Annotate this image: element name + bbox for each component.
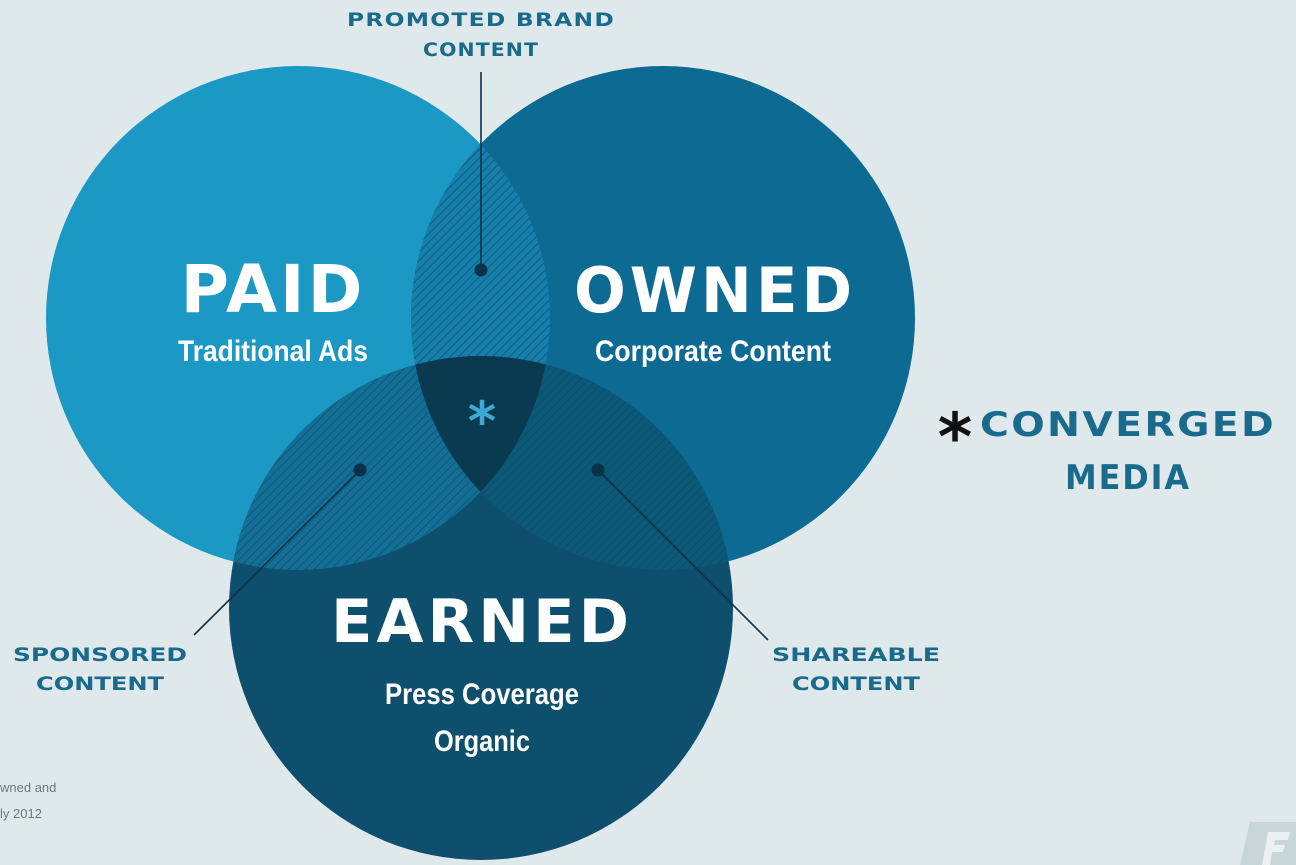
footnote-line1: wned and	[0, 780, 56, 795]
footnote-line2: ly 2012	[0, 806, 42, 821]
converged-star: *	[938, 399, 973, 476]
shareable-label-line1: SHAREABLE	[772, 644, 940, 666]
sponsored-label-line1: SPONSORED	[13, 644, 187, 666]
converged-label-line2: MEDIA	[1065, 458, 1191, 498]
paid-subtitle: Traditional Ads	[178, 335, 368, 368]
corner-logo-icon	[1240, 822, 1296, 865]
promoted-label-line1: PROMOTED BRAND	[347, 9, 615, 31]
earned-subtitle-line2: Organic	[434, 725, 530, 758]
converged-label-line1: CONVERGED	[980, 405, 1276, 445]
paid-title: PAID	[181, 251, 366, 328]
shareable-dot	[591, 463, 605, 477]
owned-subtitle: Corporate Content	[595, 335, 831, 368]
promoted-label-line2: CONTENT	[423, 39, 539, 61]
center-star: *	[468, 390, 496, 453]
earned-title: EARNED	[331, 587, 633, 657]
shareable-leader-line	[597, 469, 769, 641]
sponsored-dot	[353, 463, 367, 477]
earned-subtitle-line1: Press Coverage	[385, 678, 579, 711]
promoted-dot	[474, 263, 488, 277]
sponsored-leader-line	[193, 469, 361, 636]
shareable-label-line2: CONTENT	[792, 673, 920, 695]
owned-title: OWNED	[574, 254, 856, 327]
sponsored-label-line2: CONTENT	[36, 673, 164, 695]
